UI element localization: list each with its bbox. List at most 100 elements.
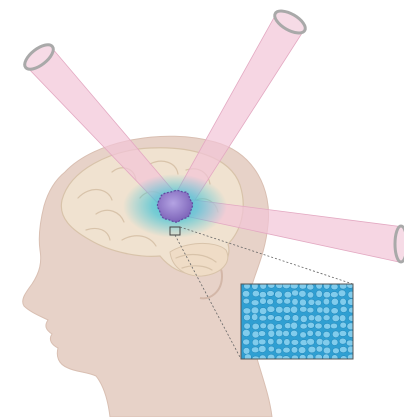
cell <box>252 314 258 321</box>
cell <box>259 355 266 362</box>
cell <box>348 291 355 298</box>
cell <box>331 298 338 305</box>
cell <box>267 323 275 330</box>
cell <box>308 346 316 353</box>
cell <box>332 331 339 338</box>
cell <box>323 307 330 314</box>
cell <box>284 298 291 304</box>
cell <box>323 354 330 361</box>
cell <box>339 338 346 344</box>
cell <box>331 308 338 314</box>
cell <box>324 323 331 329</box>
cell <box>251 300 259 306</box>
cell <box>323 339 330 346</box>
cell <box>340 347 348 353</box>
cell <box>244 314 251 320</box>
cell <box>276 282 283 288</box>
cell <box>242 329 250 336</box>
cell <box>252 323 259 329</box>
cell <box>292 298 298 305</box>
cell <box>268 330 275 337</box>
cell <box>347 354 355 360</box>
cell <box>267 354 275 361</box>
cell <box>260 298 267 304</box>
cell <box>315 300 322 306</box>
cell <box>267 299 274 305</box>
cell <box>339 331 347 337</box>
cell <box>284 339 290 346</box>
cell <box>330 292 338 298</box>
cell <box>300 323 307 329</box>
cell <box>317 307 323 313</box>
cell <box>275 348 281 354</box>
cell <box>291 340 299 346</box>
cell <box>307 338 315 345</box>
cell <box>347 323 355 330</box>
cell <box>291 347 298 353</box>
cell <box>292 315 299 322</box>
cell <box>251 347 259 353</box>
cell <box>292 290 299 296</box>
cell <box>276 299 283 305</box>
cell <box>308 315 315 321</box>
cell <box>323 347 330 354</box>
cell <box>331 339 338 345</box>
cell <box>268 338 274 344</box>
cell <box>307 330 314 336</box>
cell <box>299 355 306 361</box>
cell <box>252 339 259 346</box>
cell <box>243 308 251 314</box>
cell <box>267 315 274 321</box>
cell <box>307 354 314 360</box>
cell <box>274 316 282 322</box>
cell <box>258 339 266 345</box>
cell <box>258 331 265 337</box>
cell <box>276 338 282 344</box>
cell <box>315 331 322 337</box>
cell <box>308 299 315 305</box>
cell <box>299 290 306 297</box>
cell <box>283 307 291 314</box>
cell <box>323 331 330 337</box>
cell <box>300 315 307 322</box>
cell <box>340 306 347 312</box>
cell <box>298 347 306 354</box>
cell <box>268 282 275 288</box>
cell <box>333 348 340 354</box>
radiation-source-icon <box>395 226 404 262</box>
cell <box>315 323 322 329</box>
cell <box>349 307 356 313</box>
cell <box>282 282 290 289</box>
cell <box>316 338 323 345</box>
cell <box>260 282 267 289</box>
cell <box>259 315 267 321</box>
cell <box>243 339 250 345</box>
cell <box>243 348 250 355</box>
cell <box>284 315 291 321</box>
cell <box>300 332 307 338</box>
cell <box>299 299 306 306</box>
cell <box>276 330 283 337</box>
cell <box>307 307 314 313</box>
cell <box>251 307 259 314</box>
cell <box>347 299 355 306</box>
cell <box>284 291 292 298</box>
cell <box>331 284 338 290</box>
cell <box>275 291 283 298</box>
cell <box>340 298 347 305</box>
cell-zoom-panel <box>241 282 355 363</box>
cell <box>276 306 284 313</box>
cell <box>348 330 355 337</box>
cell <box>252 290 259 296</box>
cell <box>243 298 250 304</box>
cell <box>284 323 291 329</box>
cell <box>259 308 266 315</box>
cell <box>332 315 340 322</box>
cell <box>348 315 355 321</box>
cell <box>323 298 329 305</box>
cell <box>267 291 275 297</box>
cell <box>323 282 330 289</box>
cell <box>339 315 346 322</box>
